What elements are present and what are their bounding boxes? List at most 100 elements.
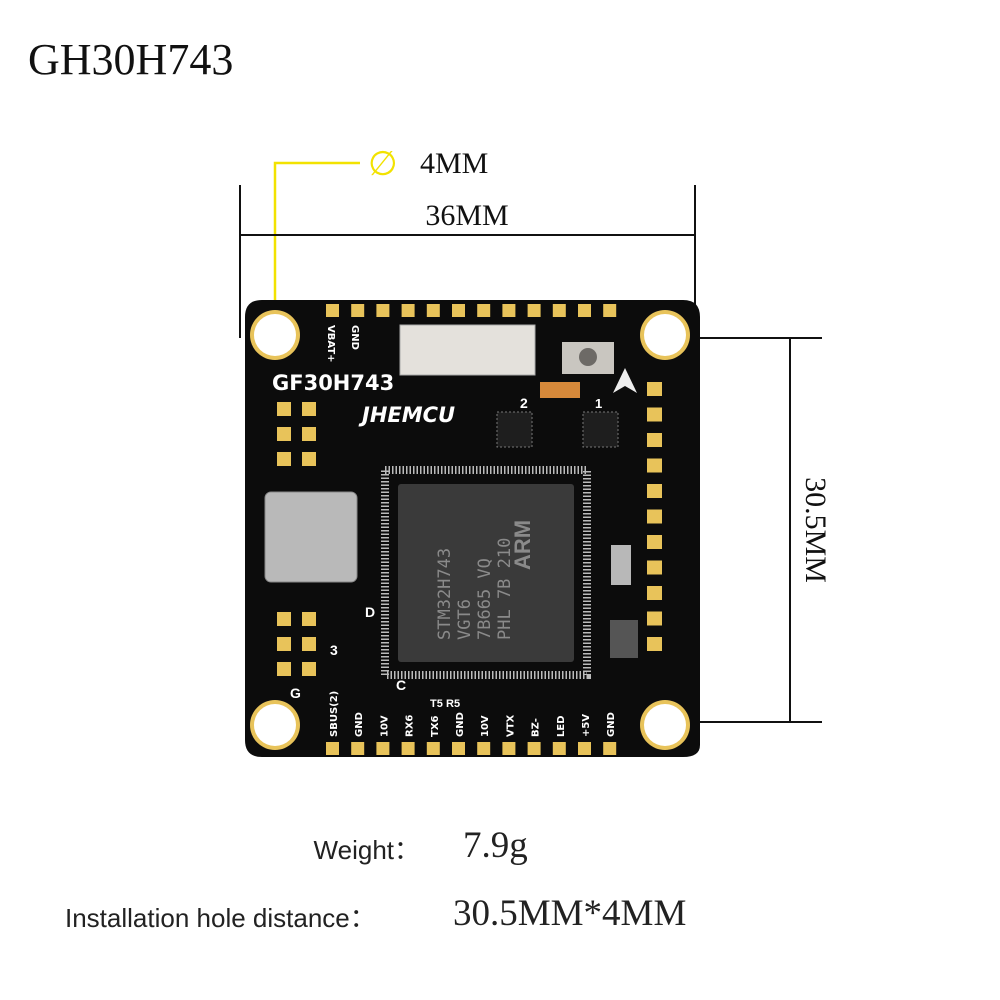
spacing-dim-label: 30.5MM bbox=[799, 477, 832, 583]
marker-r5: R5 bbox=[446, 698, 460, 710]
solder-pad bbox=[552, 304, 566, 317]
pad-label: TX6 bbox=[430, 715, 441, 737]
marker-g: G bbox=[290, 685, 301, 701]
pad-label: 10V bbox=[379, 715, 390, 737]
solder-pad bbox=[527, 742, 541, 755]
solder-pad bbox=[426, 304, 440, 317]
solder-pad bbox=[302, 427, 316, 441]
solder-pad bbox=[426, 742, 440, 755]
chip-brand: ARM bbox=[510, 520, 535, 570]
solder-pad bbox=[647, 433, 662, 447]
gyro-1 bbox=[582, 411, 619, 448]
chip-line: VGT6 bbox=[455, 599, 475, 640]
solder-pad bbox=[302, 402, 316, 416]
boot-button-cap bbox=[579, 348, 597, 366]
marker-1: 1 bbox=[595, 396, 602, 411]
baro-sensor bbox=[610, 620, 638, 658]
mounting-hole bbox=[254, 704, 296, 746]
solder-pad bbox=[647, 509, 662, 524]
solder-pad bbox=[277, 637, 291, 651]
solder-pad bbox=[477, 742, 491, 755]
solder-pad bbox=[302, 637, 316, 651]
crystal bbox=[611, 545, 631, 585]
solder-pad bbox=[351, 304, 365, 317]
chip-line: STM32H743 bbox=[435, 548, 455, 640]
marker-c: C bbox=[396, 677, 406, 693]
pad-label: VBAT+ bbox=[325, 325, 336, 363]
mounting-hole bbox=[644, 314, 686, 356]
solder-pad bbox=[603, 304, 617, 317]
solder-pad bbox=[376, 304, 390, 317]
chip-line: PHL 7B 210 bbox=[495, 538, 515, 640]
pad-label: GND bbox=[354, 712, 365, 737]
solder-pad bbox=[647, 560, 662, 575]
mcu-pins bbox=[381, 466, 591, 679]
solder-pad bbox=[647, 586, 662, 600]
board-brand: JHEMCU bbox=[358, 403, 455, 427]
pad-label: GND bbox=[349, 325, 360, 350]
solder-pad bbox=[647, 637, 662, 651]
solder-pad bbox=[603, 742, 617, 755]
hole-distance-value: 30.5MM*4MM bbox=[453, 893, 687, 934]
product-title: GH30H743 bbox=[28, 35, 234, 84]
pad-label: +5V bbox=[581, 714, 592, 737]
width-dim-label: 36MM bbox=[425, 199, 508, 232]
solder-pad bbox=[452, 742, 465, 755]
mounting-hole bbox=[644, 704, 686, 746]
solder-pad bbox=[578, 304, 591, 317]
hole-distance-label: Installation hole distance： bbox=[65, 903, 376, 933]
pad-label: RX6 bbox=[405, 715, 416, 737]
pad-label: BZ- bbox=[531, 718, 542, 737]
weight-value: 7.9g bbox=[463, 825, 528, 866]
chip-line: 7B665 VQ bbox=[475, 558, 495, 640]
marker-3: 3 bbox=[330, 642, 338, 658]
solder-pad bbox=[477, 304, 491, 317]
solder-pad bbox=[502, 742, 516, 755]
solder-pad bbox=[647, 458, 662, 473]
pad-label: LED bbox=[556, 715, 567, 737]
solder-pad bbox=[552, 742, 566, 755]
diameter-symbol: ∅ bbox=[368, 144, 398, 184]
solder-pad bbox=[647, 535, 662, 549]
solder-pad bbox=[302, 612, 316, 626]
solder-pad bbox=[277, 662, 291, 676]
solder-pad bbox=[401, 304, 415, 317]
solder-pad bbox=[647, 407, 662, 422]
solder-pad bbox=[302, 452, 316, 466]
gyro-2 bbox=[496, 411, 533, 448]
jst-connector bbox=[399, 324, 536, 376]
capacitor bbox=[540, 382, 580, 398]
solder-pad bbox=[452, 304, 465, 317]
marker-t5: T5 bbox=[430, 698, 443, 710]
solder-pad bbox=[351, 742, 365, 755]
solder-pad bbox=[502, 304, 516, 317]
direction-arrow bbox=[613, 368, 637, 393]
flight-controller-board: STM32H743 VGT6 7B665 VQ PHL 7B 210 ARM G… bbox=[245, 300, 700, 757]
mounting-hole bbox=[254, 314, 296, 356]
pad-label: VTX bbox=[505, 714, 516, 737]
solder-pad bbox=[647, 484, 662, 498]
solder-pad bbox=[401, 742, 415, 755]
mcu-chip bbox=[398, 484, 574, 662]
pad-label: 10V bbox=[480, 715, 491, 737]
weight-label: Weight： bbox=[313, 835, 420, 865]
solder-pad bbox=[527, 304, 541, 317]
solder-pad bbox=[326, 742, 339, 755]
solder-pad bbox=[326, 304, 339, 317]
marker-d: D bbox=[365, 604, 375, 620]
pad-label: SBUS(2) bbox=[329, 691, 340, 737]
solder-pad bbox=[376, 742, 390, 755]
solder-pad bbox=[647, 382, 662, 396]
pad-label: GND bbox=[455, 712, 466, 737]
usb-c-port bbox=[264, 491, 358, 583]
hole-diameter-label: 4MM bbox=[420, 147, 488, 180]
solder-pad bbox=[647, 611, 662, 626]
solder-pad bbox=[277, 612, 291, 626]
solder-pad bbox=[302, 662, 316, 676]
hole-leader-line bbox=[273, 161, 360, 330]
solder-pad bbox=[277, 427, 291, 441]
solder-pad bbox=[578, 742, 591, 755]
board-model: GF30H743 bbox=[272, 371, 394, 395]
pad-label: GND bbox=[606, 712, 617, 737]
